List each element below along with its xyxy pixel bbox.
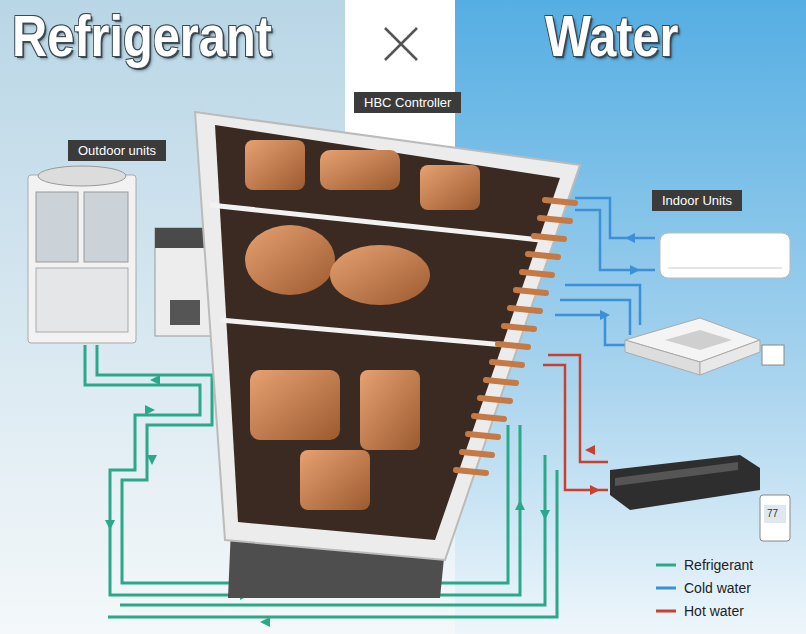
hot-water-pipe — [543, 355, 608, 490]
label-text: Indoor Units — [662, 193, 732, 208]
thermostat-reading: 77 — [767, 508, 778, 519]
heading: Water — [545, 2, 679, 69]
flow-arrow — [600, 233, 640, 320]
hbc-controller — [195, 112, 580, 598]
legend-line — [656, 583, 676, 593]
legend-line — [656, 606, 676, 616]
label-text: HBC Controller — [364, 95, 451, 110]
legend: RefrigerantCold waterHot water — [656, 553, 753, 622]
legend-row: Hot water — [656, 599, 753, 622]
legend-row: Cold water — [656, 576, 753, 599]
label-text: Outdoor units — [78, 143, 156, 158]
legend-row: Refrigerant — [656, 553, 753, 576]
legend-line — [656, 560, 676, 570]
legend-text: Hot water — [684, 603, 744, 619]
legend-text: Cold water — [684, 580, 751, 596]
heading: Refrigerant — [12, 2, 272, 69]
legend-text: Refrigerant — [684, 557, 753, 573]
unit-label: Indoor Units — [652, 190, 742, 211]
flow-arrow — [585, 445, 600, 495]
indoor-unit — [610, 233, 790, 541]
controller-label: HBC Controller — [354, 92, 461, 113]
cross-symbol — [385, 28, 417, 60]
unit-label: Outdoor units — [68, 140, 166, 161]
